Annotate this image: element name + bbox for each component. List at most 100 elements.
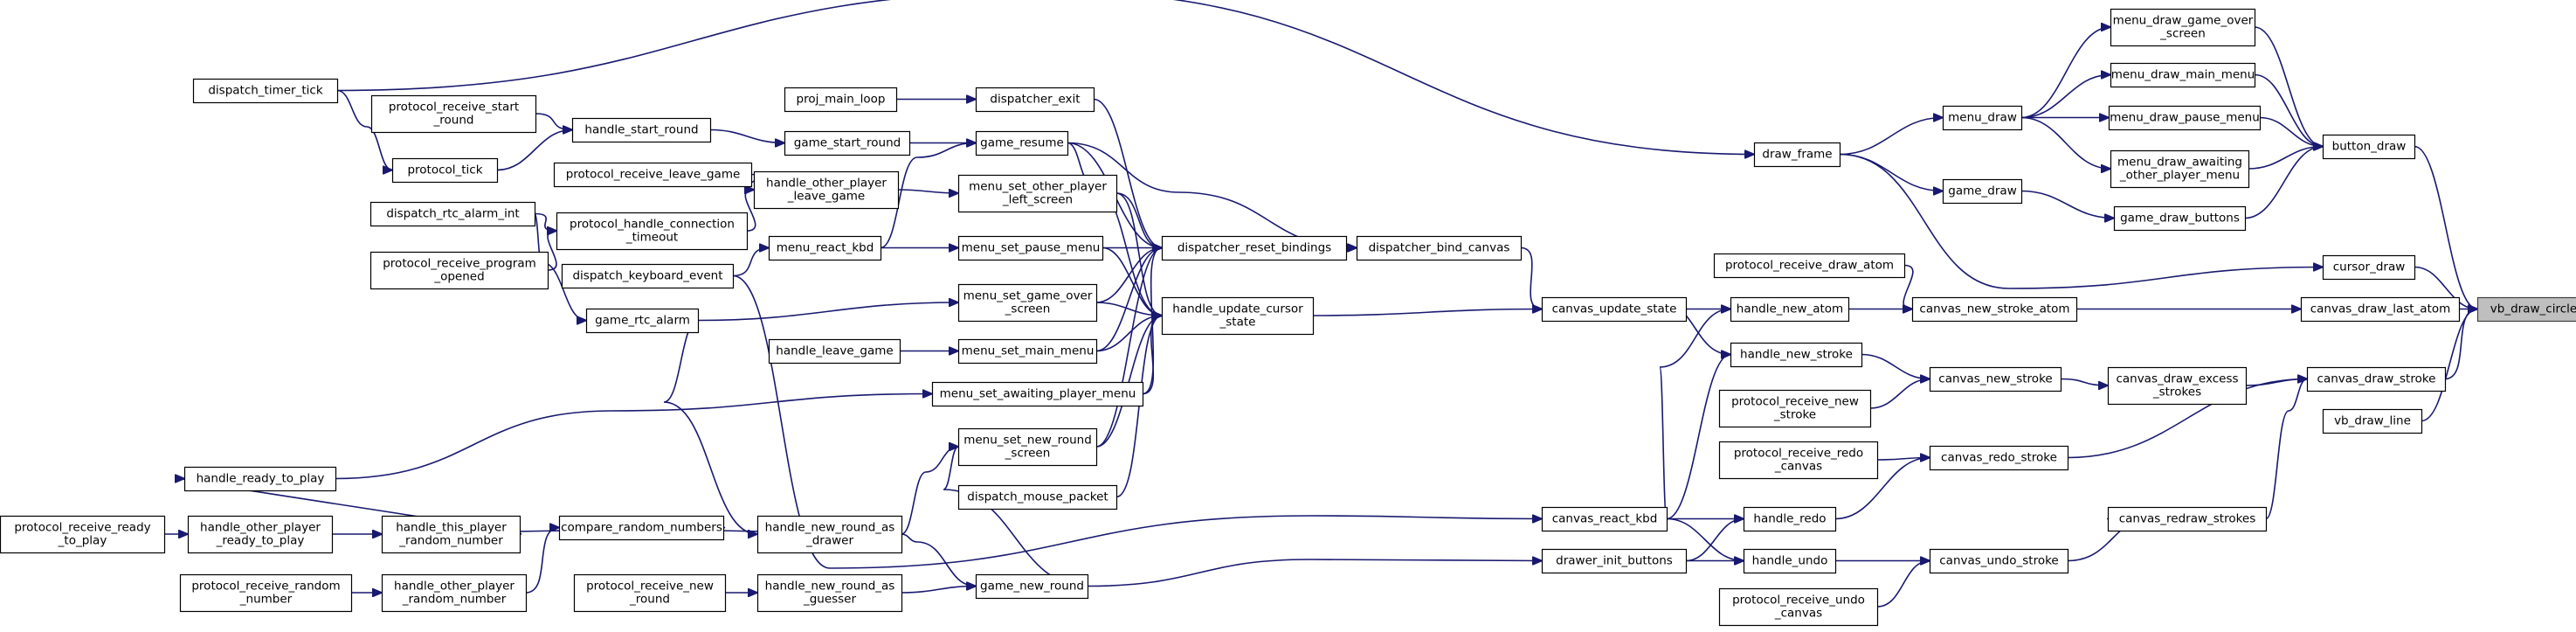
- node-protocol-receive-ready-to-play[interactable]: protocol_receive_ready_to_play: [0, 515, 166, 554]
- node-handle-update-cursor-state[interactable]: handle_update_cursor_state: [1161, 296, 1315, 336]
- node-dispatcher-reset-bindings[interactable]: dispatcher_reset_bindings: [1161, 235, 1348, 261]
- node-handle-new-stroke[interactable]: handle_new_stroke: [1730, 342, 1863, 368]
- node-handle-other-player-ready-to-play[interactable]: handle_other_player_ready_to_play: [187, 515, 334, 554]
- node-canvas-draw-stroke[interactable]: canvas_draw_stroke: [2306, 366, 2447, 392]
- node-dispatch-keyboard-event[interactable]: dispatch_keyboard_event: [561, 263, 735, 289]
- node-box: [558, 515, 725, 541]
- node-canvas-new-stroke[interactable]: canvas_new_stroke: [1929, 366, 2062, 392]
- node-protocol-tick[interactable]: protocol_tick: [391, 157, 499, 184]
- node-game-start-round[interactable]: game_start_round: [784, 130, 911, 156]
- node-label: handle_update_cursor: [1172, 302, 1303, 316]
- node-menu-draw-pause-menu[interactable]: menu_draw_pause_menu: [2108, 105, 2262, 131]
- node-protocol-receive-new-stroke[interactable]: protocol_receive_new_stroke: [1718, 389, 1872, 428]
- node-label: _screen: [1005, 447, 1051, 461]
- node-handle-leave-game[interactable]: handle_leave_game: [768, 338, 901, 365]
- node-button-draw[interactable]: button_draw: [2322, 134, 2416, 160]
- edge-protocol-receive-new-stroke-to-canvas-new-stroke: [1869, 379, 1930, 409]
- node-label: handle_this_player: [396, 521, 507, 535]
- edge-dispatch-timer-tick-to-draw-frame: [336, 0, 1754, 155]
- node-protocol-receive-leave-game[interactable]: protocol_receive_leave_game: [553, 162, 753, 188]
- node-protocol-receive-undo-canvas[interactable]: protocol_receive_undo_canvas: [1718, 587, 1879, 627]
- node-drawer-init-buttons[interactable]: drawer_init_buttons: [1541, 548, 1688, 574]
- node-handle-new-round-as-guesser[interactable]: handle_new_round_as_guesser: [756, 573, 903, 613]
- edge-game-draw-to-game-draw-buttons: [2020, 190, 2114, 219]
- node-handle-new-atom[interactable]: handle_new_atom: [1730, 296, 1850, 323]
- node-canvas-redo-stroke[interactable]: canvas_redo_stroke: [1929, 445, 2069, 471]
- node-box: [192, 78, 339, 104]
- node-compare-random-numbers[interactable]: compare_random_numbers: [558, 515, 725, 541]
- node-handle-this-player-random-number[interactable]: handle_this_player_random_number: [381, 515, 521, 554]
- node-box: [1730, 296, 1850, 323]
- node-handle-redo[interactable]: handle_redo: [1743, 506, 1837, 532]
- node-protocol-receive-random-number[interactable]: protocol_receive_random_number: [179, 573, 353, 613]
- node-game-draw-buttons[interactable]: game_draw_buttons: [2113, 205, 2247, 232]
- node-box: [585, 308, 700, 334]
- node-box: [2110, 62, 2256, 88]
- node-box: [2476, 296, 2576, 323]
- node-menu-set-game-over-screen[interactable]: menu_set_game_over_screen: [957, 283, 1098, 323]
- node-box: [768, 338, 901, 365]
- node-menu-set-pause-menu[interactable]: menu_set_pause_menu: [957, 235, 1104, 261]
- node-canvas-new-stroke-atom[interactable]: canvas_new_stroke_atom: [1911, 296, 2078, 323]
- edge-handle-new-round-as-guesser-to-game-new-round: [901, 587, 976, 594]
- node-menu-set-new-round-screen[interactable]: menu_set_new_round_screen: [957, 427, 1098, 467]
- node-label: _screen: [1005, 302, 1051, 316]
- node-vb-draw-line[interactable]: vb_draw_line: [2322, 408, 2423, 434]
- node-handle-other-player-leave-game[interactable]: handle_other_player_leave_game: [753, 170, 900, 210]
- node-label: _number: [239, 593, 293, 607]
- node-menu-draw[interactable]: menu_draw: [1942, 105, 2023, 131]
- node-menu-draw-game-over-screen[interactable]: menu_draw_game_over_screen: [2110, 8, 2256, 47]
- edge-handle-other-player-random-number-to-compare-random-numbers: [525, 528, 559, 594]
- node-protocol-receive-draw-atom[interactable]: protocol_receive_draw_atom: [1713, 253, 1906, 279]
- node-box: [2107, 506, 2268, 532]
- node-game-rtc-alarm[interactable]: game_rtc_alarm: [585, 308, 700, 334]
- node-protocol-handle-connection-timeout[interactable]: protocol_handle_connection_timeout: [556, 212, 749, 251]
- node-draw-frame[interactable]: draw_frame: [1753, 142, 1841, 168]
- node-menu-draw-awaiting-other-player-menu[interactable]: menu_draw_awaiting_other_player_menu: [2110, 149, 2250, 189]
- node-box: [957, 235, 1104, 261]
- node-dispatcher-bind-canvas[interactable]: dispatcher_bind_canvas: [1356, 235, 1523, 261]
- node-box: [1929, 548, 2069, 574]
- node-label: dispatcher_bind_canvas: [1369, 241, 1510, 255]
- node-dispatch-timer-tick[interactable]: dispatch_timer_tick: [192, 78, 339, 104]
- node-label: protocol_tick: [407, 163, 482, 177]
- node-menu-set-main-menu[interactable]: menu_set_main_menu: [957, 338, 1098, 365]
- node-label: protocol_receive_random: [191, 580, 340, 594]
- node-box: [1718, 587, 1879, 627]
- node-label: _canvas: [1774, 607, 1822, 621]
- node-game-resume[interactable]: game_resume: [975, 130, 1069, 156]
- node-dispatch-rtc-alarm-int[interactable]: dispatch_rtc_alarm_int: [369, 201, 536, 227]
- node-proj-main-loop[interactable]: proj_main_loop: [784, 87, 898, 113]
- node-vb-draw-circle[interactable]: vb_draw_circle: [2476, 296, 2576, 323]
- node-canvas-draw-excess-strokes[interactable]: canvas_draw_excess_strokes: [2107, 366, 2248, 406]
- edge-game-draw-buttons-to-button-draw: [2244, 147, 2323, 219]
- node-menu-set-other-player-left-screen[interactable]: menu_set_other_player_left_screen: [957, 174, 1118, 213]
- node-label: handle_new_round_as: [765, 580, 895, 594]
- node-handle-new-round-as-drawer[interactable]: handle_new_round_as_drawer: [756, 515, 903, 554]
- node-handle-start-round[interactable]: handle_start_round: [571, 117, 712, 143]
- node-label: canvas_draw_last_atom: [2310, 302, 2451, 316]
- node-dispatcher-exit[interactable]: dispatcher_exit: [975, 87, 1095, 113]
- node-game-new-round[interactable]: game_new_round: [975, 573, 1089, 600]
- node-menu-react-kbd[interactable]: menu_react_kbd: [768, 235, 882, 261]
- node-handle-ready-to-play[interactable]: handle_ready_to_play: [183, 466, 337, 492]
- node-canvas-undo-stroke[interactable]: canvas_undo_stroke: [1929, 548, 2069, 574]
- edge-menu-draw-to-menu-draw-game-over-screen: [2020, 27, 2110, 119]
- node-handle-undo[interactable]: handle_undo: [1743, 548, 1837, 574]
- node-protocol-receive-new-round[interactable]: protocol_receive_new_round: [573, 573, 727, 613]
- node-protocol-receive-start-round[interactable]: protocol_receive_start_round: [370, 94, 537, 134]
- edge-menu-draw-to-menu-draw-main-menu: [2020, 75, 2110, 119]
- node-canvas-draw-last-atom[interactable]: canvas_draw_last_atom: [2300, 296, 2461, 323]
- node-game-draw[interactable]: game_draw: [1942, 178, 2023, 205]
- node-protocol-receive-program-opened[interactable]: protocol_receive_program_opened: [369, 251, 549, 290]
- node-canvas-react-kbd[interactable]: canvas_react_kbd: [1541, 506, 1668, 532]
- edge-handle-other-player-leave-game-to-menu-set-other-player-left-screen: [897, 190, 958, 193]
- node-canvas-redraw-strokes[interactable]: canvas_redraw_strokes: [2107, 506, 2268, 532]
- node-handle-other-player-random-number[interactable]: handle_other_player_random_number: [381, 573, 528, 613]
- node-menu-draw-main-menu[interactable]: menu_draw_main_menu: [2110, 62, 2256, 88]
- node-dispatch-mouse-packet[interactable]: dispatch_mouse_packet: [957, 484, 1118, 510]
- node-menu-set-awaiting-player-menu[interactable]: menu_set_awaiting_player_menu: [931, 381, 1144, 407]
- node-protocol-receive-redo-canvas[interactable]: protocol_receive_redo_canvas: [1718, 441, 1879, 480]
- node-cursor-draw[interactable]: cursor_draw: [2322, 254, 2416, 281]
- node-canvas-update-state[interactable]: canvas_update_state: [1541, 296, 1688, 323]
